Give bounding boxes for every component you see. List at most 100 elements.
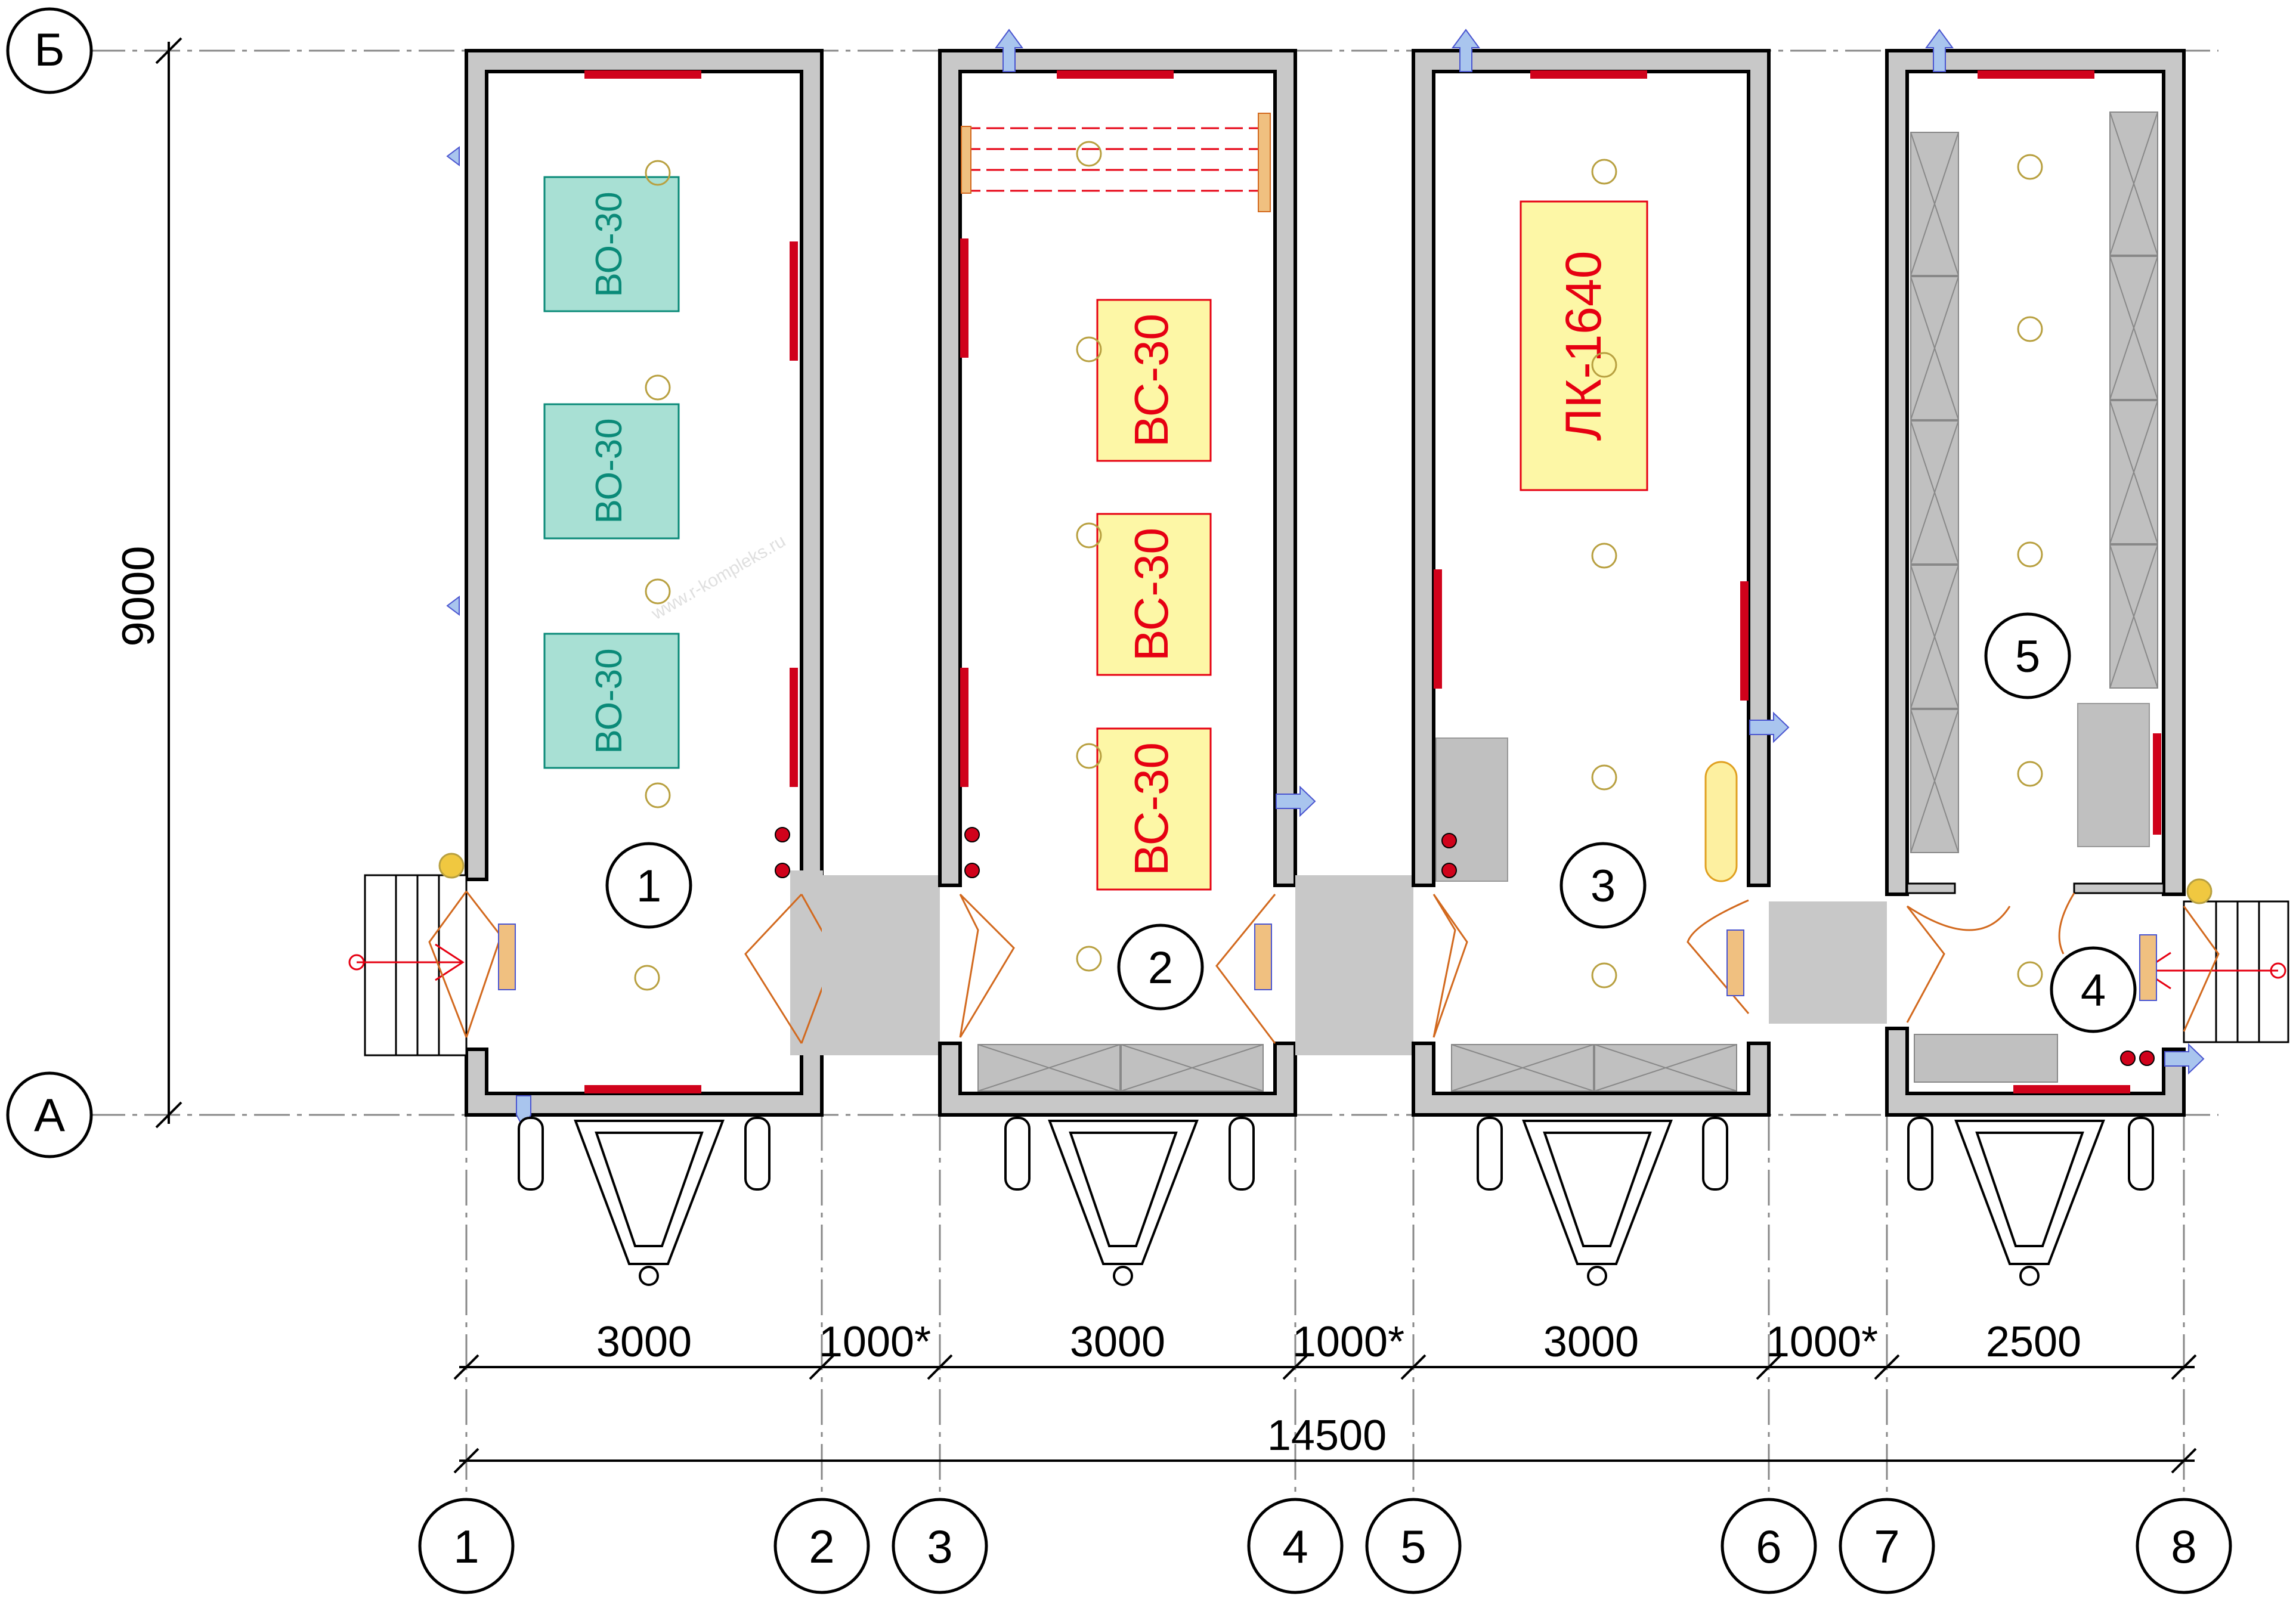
axis-marker-3 bbox=[892, 1498, 988, 1594]
drying-cabinet bbox=[1096, 727, 1212, 891]
paint-chamber-label: ЛК-1640 bbox=[1555, 251, 1611, 441]
dryer bbox=[543, 176, 680, 312]
module-4: 5 4 bbox=[1885, 29, 2289, 1117]
door-swing bbox=[2183, 906, 2220, 1032]
height-dimension bbox=[155, 37, 182, 1129]
drying-cabinet-label: ВС-30 bbox=[1125, 528, 1178, 661]
door-swing bbox=[959, 893, 1015, 1038]
window bbox=[1740, 581, 1749, 701]
passage-1 bbox=[822, 875, 940, 1055]
heater-left bbox=[961, 126, 971, 194]
room-marker-5 bbox=[1984, 612, 2071, 699]
row-axis-markers: Б А bbox=[6, 7, 93, 1158]
cabinet bbox=[2077, 703, 2150, 847]
dimension-lines bbox=[453, 1354, 2197, 1474]
radiator bbox=[1726, 929, 1744, 996]
window bbox=[1057, 70, 1174, 79]
drying-cabinet bbox=[1096, 299, 1212, 462]
axis-label-8: 8 bbox=[2171, 1520, 2196, 1573]
room-marker-1 bbox=[605, 842, 692, 929]
drawbar-3 bbox=[1477, 1117, 1728, 1286]
door-swing bbox=[1432, 894, 1468, 1038]
module-2: ВС-30 ВС-30 ВС-30 2 bbox=[938, 29, 1316, 1117]
drying-cabinet bbox=[1096, 513, 1212, 676]
dimension-segment-3: 3000 bbox=[1070, 1318, 1165, 1366]
exit-porch bbox=[2183, 900, 2289, 1043]
lamps bbox=[1591, 159, 1617, 988]
heater-right bbox=[1258, 113, 1271, 212]
partition bbox=[2073, 882, 2165, 894]
dimension-segment-5: 3000 bbox=[1543, 1318, 1639, 1366]
room-marker-2 bbox=[1117, 924, 1204, 1011]
bench bbox=[1914, 1034, 2058, 1083]
axis-label-6: 6 bbox=[1756, 1520, 1781, 1573]
dryer-label: ВО-30 bbox=[589, 191, 630, 297]
dryer bbox=[543, 633, 680, 769]
dimension-segment-7: 2500 bbox=[1986, 1318, 2081, 1366]
drawbar-2 bbox=[1004, 1117, 1255, 1286]
window bbox=[960, 238, 968, 358]
dimension-total: 14500 bbox=[1267, 1412, 1387, 1459]
washbasin bbox=[1704, 761, 1738, 882]
room-marker-4 bbox=[2050, 946, 2137, 1033]
axis-marker-2 bbox=[773, 1498, 870, 1594]
window bbox=[1530, 70, 1647, 79]
window bbox=[1434, 569, 1442, 689]
room-number-3: 3 bbox=[1591, 861, 1616, 912]
window bbox=[584, 70, 701, 79]
dryer-label: ВО-30 bbox=[589, 418, 630, 523]
axis-label-2: 2 bbox=[809, 1520, 834, 1573]
axis-label-a: А bbox=[34, 1089, 65, 1141]
locker-rack-right bbox=[2109, 111, 2158, 689]
module-3: ЛК-1640 3 bbox=[1412, 29, 1790, 1117]
module-1-wall-upper bbox=[465, 49, 824, 881]
partition bbox=[1906, 882, 1956, 894]
module-1: ВО-30 ВО-30 ВО-30 1 bbox=[348, 49, 836, 1130]
lamps bbox=[1076, 141, 1102, 972]
window bbox=[2013, 1085, 2130, 1093]
extinguisher-pair bbox=[775, 827, 790, 878]
trailer-undercarriage bbox=[518, 1117, 2154, 1286]
dimension-segment-4: 1000* bbox=[1292, 1318, 1404, 1366]
axis-marker-6 bbox=[1721, 1498, 1817, 1594]
drying-cabinet-label: ВС-30 bbox=[1125, 314, 1178, 447]
axis-marker-8 bbox=[2136, 1498, 2232, 1594]
module-3-wall-upper bbox=[1412, 49, 1771, 887]
axis-marker-1 bbox=[418, 1498, 515, 1594]
axis-label-4: 4 bbox=[1282, 1520, 1308, 1573]
radiator bbox=[1254, 924, 1272, 990]
axis-marker-4 bbox=[1247, 1498, 1344, 1594]
drying-cabinet-label: ВС-30 bbox=[1125, 742, 1178, 876]
door-swing bbox=[1687, 899, 1750, 1014]
door-swing bbox=[1215, 894, 1276, 1044]
air-curtain bbox=[963, 127, 1258, 192]
storage-rack bbox=[977, 1044, 1264, 1092]
door-swing bbox=[1906, 905, 2011, 1023]
radiator bbox=[2139, 934, 2157, 1001]
lamps bbox=[634, 160, 671, 991]
drawbar-1 bbox=[518, 1117, 771, 1286]
axis-marker-7 bbox=[1839, 1498, 1935, 1594]
module-4-wall-lower bbox=[1885, 1027, 2186, 1117]
dimension-segment-6: 1000* bbox=[1766, 1318, 1878, 1366]
dryer-label: ВО-30 bbox=[589, 648, 630, 754]
room-number-1: 1 bbox=[636, 861, 661, 912]
lamps bbox=[2017, 154, 2043, 987]
dimension-labels: 3000 1000* 3000 1000* 3000 1000* 2500 14… bbox=[596, 1318, 2081, 1459]
window bbox=[960, 668, 968, 787]
window bbox=[584, 1085, 701, 1093]
room-number-4: 4 bbox=[2081, 965, 2106, 1016]
axis-label-1: 1 bbox=[453, 1520, 479, 1573]
entrance-porch bbox=[364, 874, 468, 1056]
column-axis-markers: 1 2 3 4 5 6 7 8 bbox=[418, 1498, 2232, 1594]
axis-label-b: Б bbox=[34, 23, 64, 76]
radiator bbox=[498, 924, 516, 990]
module-3-wall-lower bbox=[1412, 1042, 1771, 1117]
outdoor-lamp-icon bbox=[2186, 878, 2213, 904]
extinguisher-pair bbox=[964, 827, 980, 878]
room-marker-3 bbox=[1559, 842, 1647, 929]
drawbar-4 bbox=[1907, 1117, 2154, 1286]
extinguisher-pair bbox=[1441, 833, 1457, 878]
watermark-text: www.r-kompleks.ru bbox=[648, 531, 789, 624]
